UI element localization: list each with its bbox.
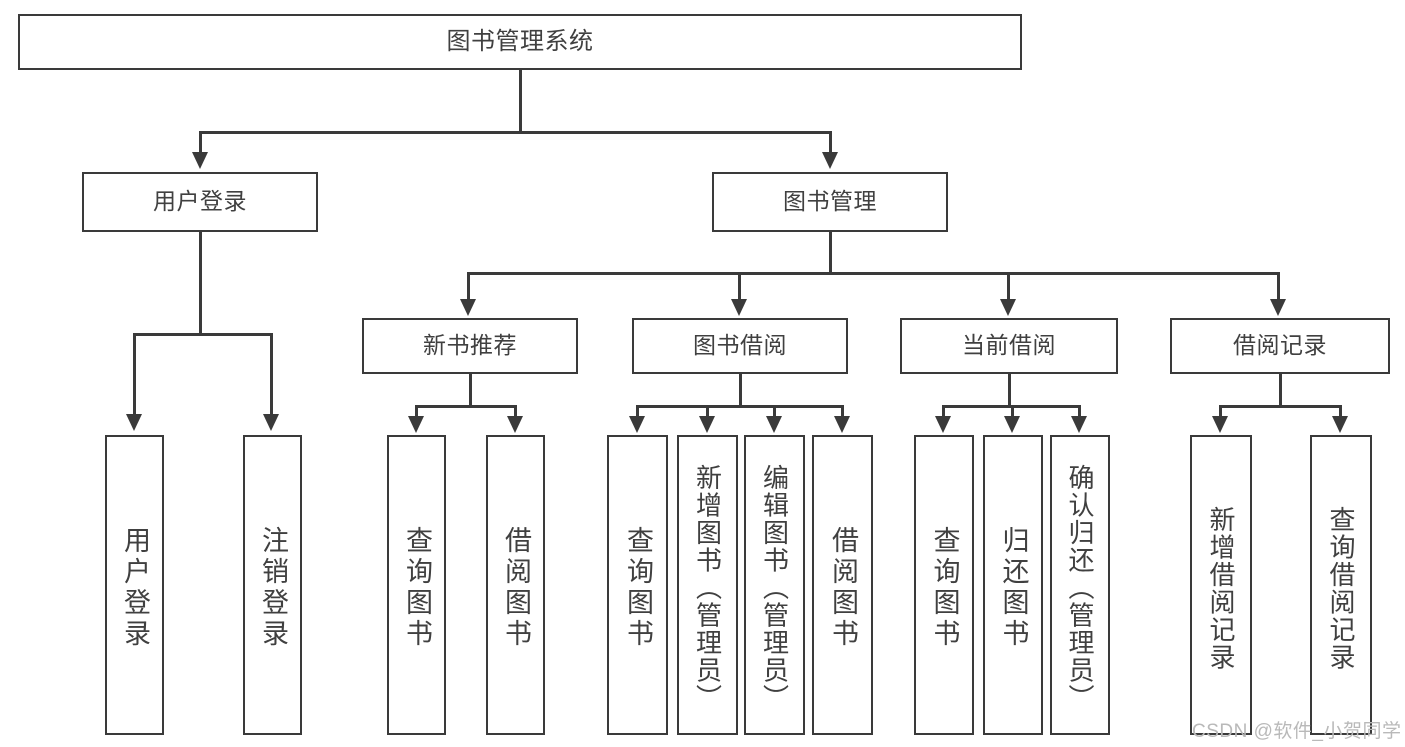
node-user-login-label: 用户登录 — [153, 188, 247, 215]
node-leaf-add-book-label: 新增图书（管理员） — [692, 464, 723, 712]
csdn-watermark: CSDN @软件_小贺同学 — [1192, 721, 1402, 742]
connector-root-to-book-manage — [829, 131, 832, 155]
connector-book-manage-stem — [829, 232, 832, 274]
connector-borrow-record-bus — [1219, 405, 1341, 408]
node-leaf-query-record-label: 查询借阅记录 — [1326, 505, 1356, 671]
node-root[interactable]: 图书管理系统 — [18, 14, 1022, 70]
connector-user-login-stem — [199, 232, 202, 334]
arrow-book-borrow-to-leaf-3 — [766, 416, 782, 433]
connector-book-borrow-stem — [739, 374, 742, 406]
connector-current-borrow-stem — [1008, 374, 1011, 406]
connector-book-borrow-bus — [636, 405, 844, 408]
connector-borrow-record-stem — [1279, 374, 1282, 406]
arrow-current-borrow-to-leaf-1 — [935, 416, 951, 433]
node-leaf-borrow-book-1-label: 借阅图书 — [501, 526, 531, 650]
node-leaf-query-record[interactable]: 查询借阅记录 — [1310, 435, 1372, 735]
node-leaf-return-book-label: 归还图书 — [998, 526, 1029, 650]
node-leaf-edit-book-label: 编辑图书（管理员） — [759, 464, 790, 712]
node-borrow-record[interactable]: 借阅记录 — [1170, 318, 1390, 374]
node-leaf-user-login[interactable]: 用户登录 — [105, 435, 164, 735]
node-leaf-borrow-book-2-label: 借阅图书 — [828, 526, 858, 650]
node-book-manage[interactable]: 图书管理 — [712, 172, 948, 232]
arrow-book-borrow-to-leaf-4 — [834, 416, 850, 433]
connector-book-manage-to-book-borrow — [738, 272, 741, 300]
arrow-book-borrow-to-leaf-1 — [629, 416, 645, 433]
node-leaf-confirm-return-label: 确认归还（管理员） — [1065, 464, 1095, 712]
node-leaf-query-book-2-label: 查询图书 — [623, 526, 653, 650]
connector-root-stem — [519, 70, 522, 132]
node-leaf-confirm-return[interactable]: 确认归还（管理员） — [1050, 435, 1110, 735]
arrow-new-book-rec-to-leaf-1 — [408, 416, 424, 433]
connector-borrow-record-to-leaf-1 — [1219, 405, 1222, 417]
connector-new-book-rec-to-leaf-1 — [415, 405, 418, 417]
arrow-user-login-to-leaf-1 — [126, 414, 142, 431]
connector-book-borrow-to-leaf-4 — [841, 405, 844, 417]
arrow-root-to-book-manage — [822, 152, 838, 169]
node-current-borrow[interactable]: 当前借阅 — [900, 318, 1118, 374]
connector-new-book-rec-bus — [415, 405, 516, 408]
node-leaf-logout-label: 注销登录 — [258, 526, 288, 650]
node-book-borrow-label: 图书借阅 — [693, 332, 787, 359]
connector-user-login-to-leaf-2 — [270, 333, 273, 415]
connector-user-login-to-leaf-1 — [133, 333, 136, 415]
arrow-book-manage-to-new-book-rec — [460, 299, 476, 316]
connector-book-borrow-to-leaf-3 — [773, 405, 776, 417]
node-book-manage-label: 图书管理 — [783, 188, 877, 215]
connector-user-login-bus — [133, 333, 272, 336]
arrow-current-borrow-to-leaf-3 — [1071, 416, 1087, 433]
arrow-book-manage-to-current-borrow — [1000, 299, 1016, 316]
node-leaf-query-book-1-label: 查询图书 — [402, 526, 432, 650]
arrow-root-to-user-login — [192, 152, 208, 169]
node-leaf-borrow-book-1[interactable]: 借阅图书 — [486, 435, 545, 735]
connector-book-manage-to-borrow-record — [1277, 272, 1280, 300]
connector-current-borrow-to-leaf-3 — [1078, 405, 1081, 417]
connector-current-borrow-to-leaf-2 — [1011, 405, 1014, 417]
node-leaf-logout[interactable]: 注销登录 — [243, 435, 302, 735]
arrow-book-borrow-to-leaf-2 — [699, 416, 715, 433]
node-new-book-rec-label: 新书推荐 — [423, 332, 517, 359]
arrow-book-manage-to-borrow-record — [1270, 299, 1286, 316]
node-user-login[interactable]: 用户登录 — [82, 172, 318, 232]
arrow-borrow-record-to-leaf-1 — [1212, 416, 1228, 433]
arrow-new-book-rec-to-leaf-2 — [507, 416, 523, 433]
arrow-user-login-to-leaf-2 — [263, 414, 279, 431]
node-new-book-rec[interactable]: 新书推荐 — [362, 318, 578, 374]
connector-book-borrow-to-leaf-1 — [636, 405, 639, 417]
node-leaf-add-book[interactable]: 新增图书（管理员） — [677, 435, 738, 735]
node-leaf-user-login-label: 用户登录 — [120, 526, 150, 650]
node-leaf-borrow-book-2[interactable]: 借阅图书 — [812, 435, 873, 735]
connector-book-manage-to-new-book-rec — [467, 272, 470, 300]
connector-root-to-user-login — [199, 131, 202, 155]
arrow-borrow-record-to-leaf-2 — [1332, 416, 1348, 433]
node-leaf-query-book-1[interactable]: 查询图书 — [387, 435, 446, 735]
connector-book-manage-bus — [467, 272, 1279, 275]
connector-book-borrow-to-leaf-2 — [706, 405, 709, 417]
node-leaf-add-record[interactable]: 新增借阅记录 — [1190, 435, 1252, 735]
node-leaf-add-record-label: 新增借阅记录 — [1206, 505, 1236, 671]
connector-new-book-rec-to-leaf-2 — [514, 405, 517, 417]
connector-borrow-record-to-leaf-2 — [1339, 405, 1342, 417]
node-book-borrow[interactable]: 图书借阅 — [632, 318, 848, 374]
arrow-book-manage-to-book-borrow — [731, 299, 747, 316]
node-root-label: 图书管理系统 — [446, 27, 594, 55]
node-current-borrow-label: 当前借阅 — [962, 332, 1056, 359]
node-leaf-return-book[interactable]: 归还图书 — [983, 435, 1043, 735]
node-leaf-query-book-3[interactable]: 查询图书 — [914, 435, 974, 735]
node-leaf-query-book-2[interactable]: 查询图书 — [607, 435, 668, 735]
connector-book-manage-to-current-borrow — [1007, 272, 1010, 300]
arrow-current-borrow-to-leaf-2 — [1004, 416, 1020, 433]
node-leaf-edit-book[interactable]: 编辑图书（管理员） — [744, 435, 805, 735]
node-leaf-query-book-3-label: 查询图书 — [929, 526, 960, 650]
connector-current-borrow-to-leaf-1 — [942, 405, 945, 417]
node-borrow-record-label: 借阅记录 — [1233, 332, 1327, 359]
connector-new-book-rec-stem — [469, 374, 472, 406]
connector-root-bus — [199, 131, 831, 134]
